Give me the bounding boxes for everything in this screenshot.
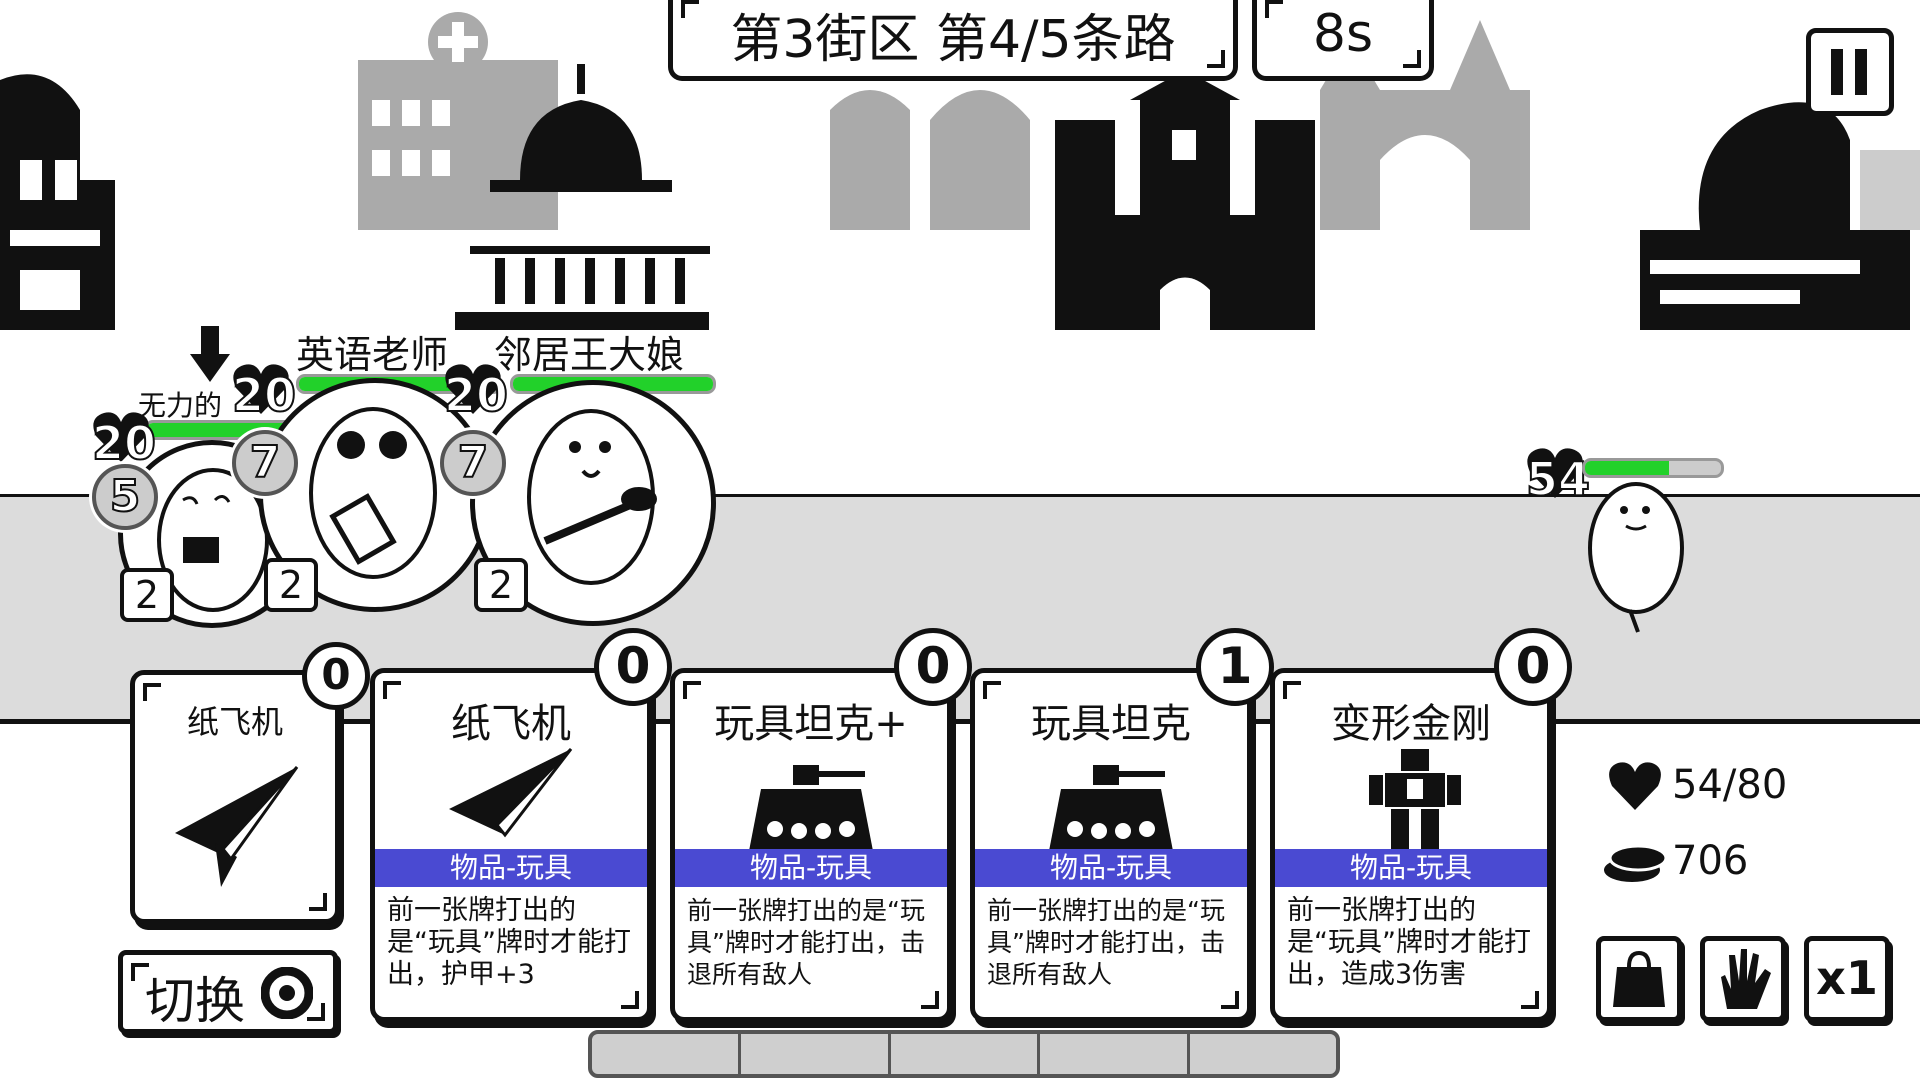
toy-tank-icon xyxy=(1049,765,1173,851)
bag-icon xyxy=(1613,950,1665,1007)
ally-name: 邻居王大娘 xyxy=(494,333,685,377)
timer-banner: 8s xyxy=(1252,0,1434,81)
card-desc: 前一张牌打出的是“玩具”牌时才能打出，击退所有敌人 xyxy=(987,896,1225,989)
card-type: 物品-玩具 xyxy=(975,849,1247,887)
coins-icon xyxy=(1604,844,1668,882)
ally-attack-badge: 7 xyxy=(440,430,506,496)
player-hp: 54/80 xyxy=(1672,762,1788,808)
card-cost: 1 xyxy=(1196,628,1274,706)
enemy-unit[interactable] xyxy=(1580,476,1690,636)
enemy-hp-fill xyxy=(1585,461,1670,475)
enemy-hp-bar xyxy=(1582,458,1724,478)
target-arrow-icon xyxy=(190,326,230,384)
ally-attack-badge: 7 xyxy=(232,430,298,496)
card-desc: 前一张牌打出的是“玩具”牌时才能打出，造成3伤害 xyxy=(1287,895,1531,990)
energy-bar xyxy=(588,1030,1340,1078)
card-title: 玩具坦克 xyxy=(1031,701,1191,747)
card-title: 纸飞机 xyxy=(186,703,283,741)
heart-icon xyxy=(1609,762,1661,810)
card-desc: 前一张牌打出的是“玩具”牌时才能打出，护甲+3 xyxy=(387,895,631,990)
card-cost: 0 xyxy=(302,642,370,710)
speed-label: x1 xyxy=(1816,951,1878,1005)
card-cost: 0 xyxy=(1494,628,1572,706)
lifebuoy-icon xyxy=(261,967,313,1019)
card-type: 物品-玩具 xyxy=(375,849,647,887)
card-cost: 0 xyxy=(594,628,672,706)
card-title: 变形金刚 xyxy=(1331,701,1491,747)
paper-plane-icon xyxy=(449,747,573,838)
paper-plane-icon xyxy=(175,765,299,887)
ally-hp-heart: 20 xyxy=(231,362,297,423)
card-type: 物品-玩具 xyxy=(675,849,947,887)
robot-icon xyxy=(1369,749,1461,849)
ally-count-badge: 2 xyxy=(474,558,528,612)
hand-card[interactable]: 变形金刚 物品-玩具 前一张牌打出的是“玩具”牌时才能打出，造成3伤害 xyxy=(1270,668,1552,1022)
hand-card[interactable]: 玩具坦克 物品-玩具 前一张牌打出的是“玩具”牌时才能打出，击退所有敌人 xyxy=(970,668,1252,1022)
toy-tank-icon xyxy=(749,765,873,851)
bag-button[interactable] xyxy=(1596,936,1682,1022)
card-cost: 0 xyxy=(894,628,972,706)
timer: 8s xyxy=(1312,4,1374,64)
level-title-banner: 第3街区 第4/5条路 xyxy=(668,0,1238,81)
hand-button[interactable] xyxy=(1700,936,1786,1022)
ally-hp-heart: 20 xyxy=(91,410,157,471)
level-title: 第3街区 第4/5条路 xyxy=(730,9,1176,70)
ally-count-badge: 2 xyxy=(120,568,174,622)
card-desc: 前一张牌打出的是“玩具”牌时才能打出，击退所有敌人 xyxy=(687,896,925,989)
pause-icon xyxy=(1831,49,1843,95)
ally-count-badge: 2 xyxy=(264,558,318,612)
hand-card[interactable]: 纸飞机 xyxy=(130,670,340,924)
coin-count: 706 xyxy=(1672,838,1749,884)
card-type: 物品-玩具 xyxy=(1275,849,1547,887)
switch-label: 切换 xyxy=(145,972,245,1030)
ally-name: 英语老师 xyxy=(296,333,449,377)
hand-card[interactable]: 纸飞机 物品-玩具 前一张牌打出的是“玩具”牌时才能打出，护甲+3 xyxy=(370,668,652,1022)
ally-name: 无力的 xyxy=(138,389,223,422)
background-buildings xyxy=(0,12,1920,331)
enemy-hp-heart: 54 xyxy=(1525,446,1591,507)
hand-icon xyxy=(1721,949,1771,1009)
speed-button[interactable]: x1 xyxy=(1804,936,1890,1022)
hand-card[interactable]: 玩具坦克+ 物品-玩具 前一张牌打出的是“玩具”牌时才能打出，击退所有敌人 xyxy=(670,668,952,1022)
card-title: 纸飞机 xyxy=(451,701,571,747)
ally-attack-badge: 5 xyxy=(92,464,158,530)
ally-hp-heart: 20 xyxy=(443,362,509,423)
switch-button[interactable]: 切换 xyxy=(118,950,338,1034)
pause-button[interactable] xyxy=(1806,28,1894,116)
card-title: 玩具坦克+ xyxy=(714,701,908,747)
